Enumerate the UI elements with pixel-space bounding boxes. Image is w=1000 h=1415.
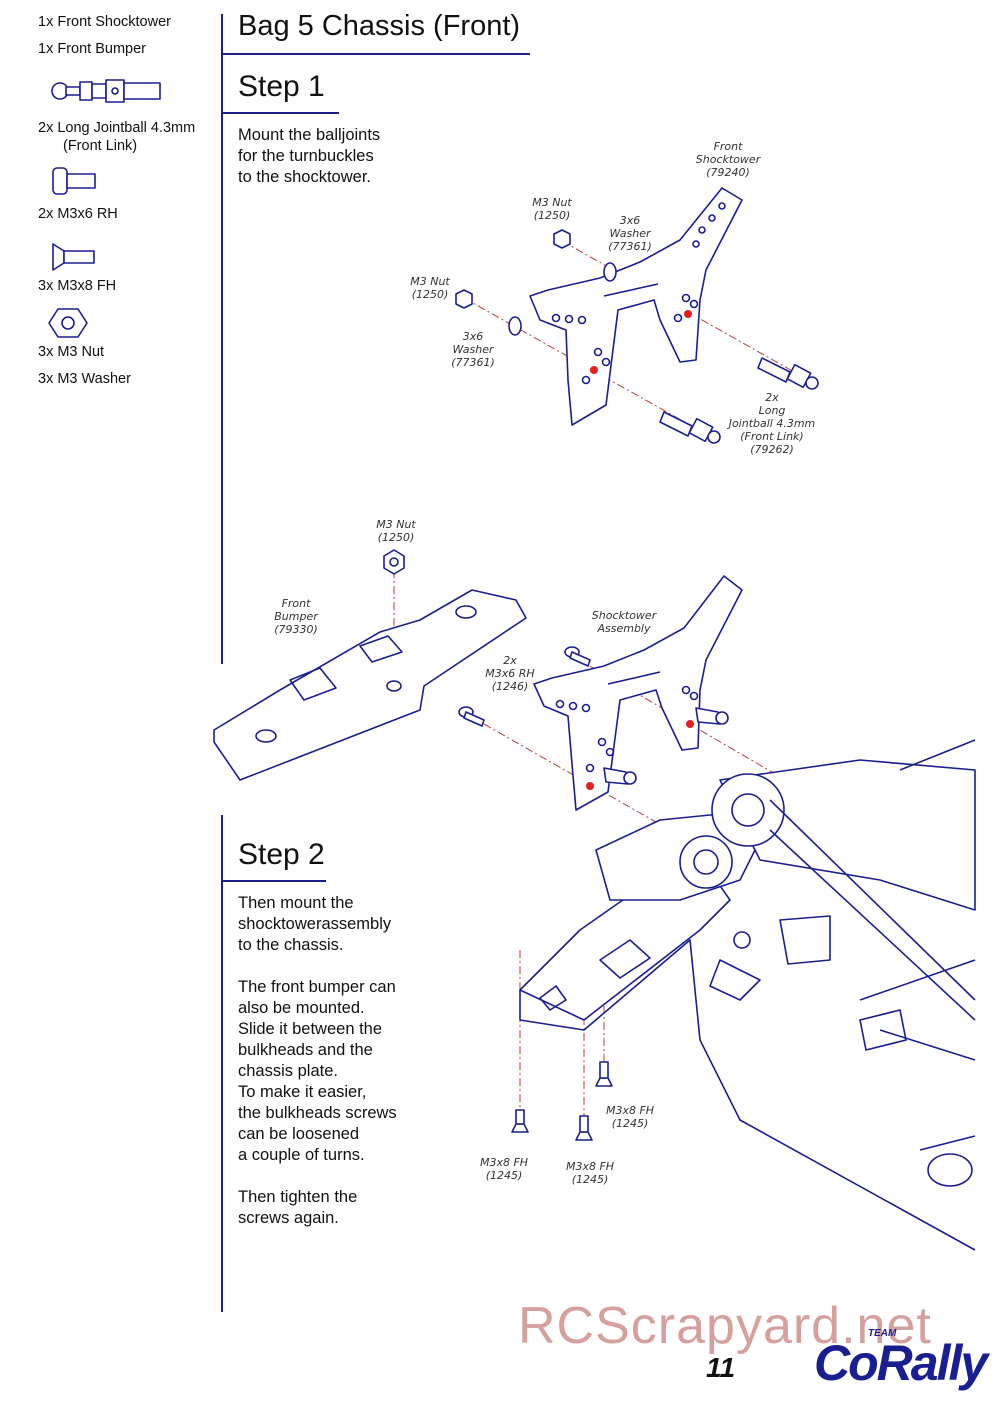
m3x6-rh-icon xyxy=(52,167,96,195)
m3-nut-icon xyxy=(383,549,405,575)
page-number: 11 xyxy=(706,1352,736,1383)
m3-nut-icon xyxy=(48,308,88,338)
hole-marker xyxy=(684,310,692,318)
m3x6-rh-icon xyxy=(458,706,485,727)
washer-icon xyxy=(508,316,522,336)
m3x8-fh-icon xyxy=(52,243,95,271)
step1-text: Mount the balljoints for the turnbuckles… xyxy=(238,126,381,186)
page-title: Bag 5 Chassis (Front) xyxy=(238,10,521,42)
part-front-shocktower: 1x Front Shocktower xyxy=(38,14,171,30)
m3-nut-icon xyxy=(553,229,571,249)
m3x6-rh-icon xyxy=(564,646,591,667)
step2-text: Then mount the shocktowerassembly to the… xyxy=(238,894,397,1227)
part-m3-washer: 3x M3 Washer xyxy=(38,371,131,387)
logo-wordmark: CoRally xyxy=(814,1335,988,1391)
part-front-bumper: 1x Front Bumper xyxy=(38,41,146,57)
left-rule-bottom xyxy=(221,815,223,1312)
caption-m3-nut-a: M3 Nut(1250) xyxy=(532,196,572,222)
caption-m3-nut: M3 Nut(1250) xyxy=(376,518,416,544)
parts-icons xyxy=(48,79,161,338)
part-long-jointball: 2x Long Jointball 4.3mm xyxy=(38,120,196,136)
watermark: RCScrapyard.net xyxy=(518,1297,932,1355)
caption-m3x8-fh-a: M3x8 FH(1245) xyxy=(480,1156,528,1182)
step1-assembly-line-b xyxy=(463,297,707,435)
m3x8-fh-icon xyxy=(511,1109,529,1133)
jointball-icon xyxy=(659,411,721,444)
jointball-icon xyxy=(757,357,819,390)
washer-icon xyxy=(603,262,617,282)
step2-title: Step 2 xyxy=(238,838,325,871)
caption-m3x8-fh-b: M3x8 FH(1245) xyxy=(566,1160,614,1186)
m3x8-fh-icon xyxy=(575,1115,593,1141)
part-m3x6-rh: 2x M3x6 RH xyxy=(38,206,118,222)
shocktower-assembly xyxy=(533,575,743,811)
caption-m3x8-fh-c: M3x8 FH(1245) xyxy=(606,1104,654,1130)
shocktower-plate xyxy=(529,187,743,426)
logo-team-text: TEAM xyxy=(868,1328,897,1339)
caption-m3-nut-b: M3 Nut(1250) xyxy=(410,275,450,301)
jointball-icon xyxy=(51,79,161,103)
part-m3x8-fh: 3x M3x8 FH xyxy=(38,278,117,294)
m3-nut-icon xyxy=(455,289,473,309)
chassis xyxy=(519,739,976,1251)
title-underline xyxy=(222,53,530,55)
part-m3-nut: 3x M3 Nut xyxy=(38,344,105,360)
step1-underline xyxy=(222,112,339,114)
hole-marker xyxy=(590,366,598,374)
left-rule-top xyxy=(221,14,223,664)
part-long-jointball-note: (Front Link) xyxy=(63,138,138,154)
step2-underline xyxy=(222,880,326,882)
step1-title: Step 1 xyxy=(238,70,325,103)
front-bumper xyxy=(213,589,527,781)
m3x8-fh-icon xyxy=(595,1061,613,1087)
